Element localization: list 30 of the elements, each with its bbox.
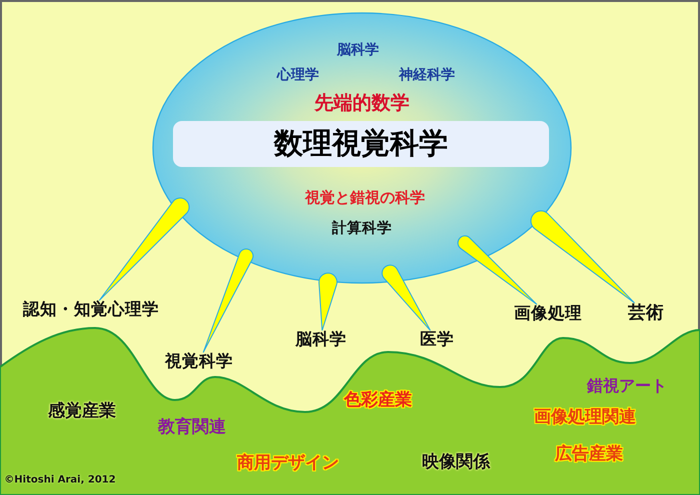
subject-label: 脳科学: [337, 42, 379, 58]
industry-label: 映像関係: [422, 453, 490, 473]
subject-label: 神経科学: [399, 66, 455, 84]
subject-label: 先端的数学: [314, 93, 410, 115]
wedge-connector: [530, 210, 636, 304]
wedge-connector: [318, 272, 338, 332]
industry-label: 錯視アート: [587, 376, 667, 396]
industry-label: 色彩産業: [344, 391, 412, 411]
wedge-connector: [98, 198, 190, 302]
subject-label: 脳科学: [296, 330, 346, 350]
subject-label: 芸術: [628, 302, 664, 324]
title-box: 数理視覚科学: [173, 121, 549, 167]
subject-label: 計算科学: [332, 220, 392, 238]
industry-label: 商用デザイン: [237, 454, 339, 474]
wedge-connector: [457, 235, 538, 306]
oval-bubble: [152, 12, 572, 284]
industry-label: 感覚産業: [48, 402, 116, 422]
industry-label: 広告産業: [555, 445, 623, 465]
wedge-connector: [202, 248, 254, 354]
hill-band: [0, 326, 700, 495]
subject-label: 認知・知覚心理学: [23, 300, 159, 320]
industry-label: 画像処理関連: [534, 408, 636, 428]
copyright-text: ©Hitoshi Arai, 2012: [4, 474, 116, 486]
subject-label: 画像処理: [514, 304, 582, 324]
subject-label: 視覚と錯視の科学: [305, 189, 425, 207]
subject-label: 心理学: [277, 66, 319, 84]
subject-label: 視覚科学: [165, 352, 233, 372]
industry-label: 教育関連: [158, 418, 226, 438]
wedge-connector: [382, 264, 431, 332]
subject-label: 医学: [420, 330, 454, 350]
